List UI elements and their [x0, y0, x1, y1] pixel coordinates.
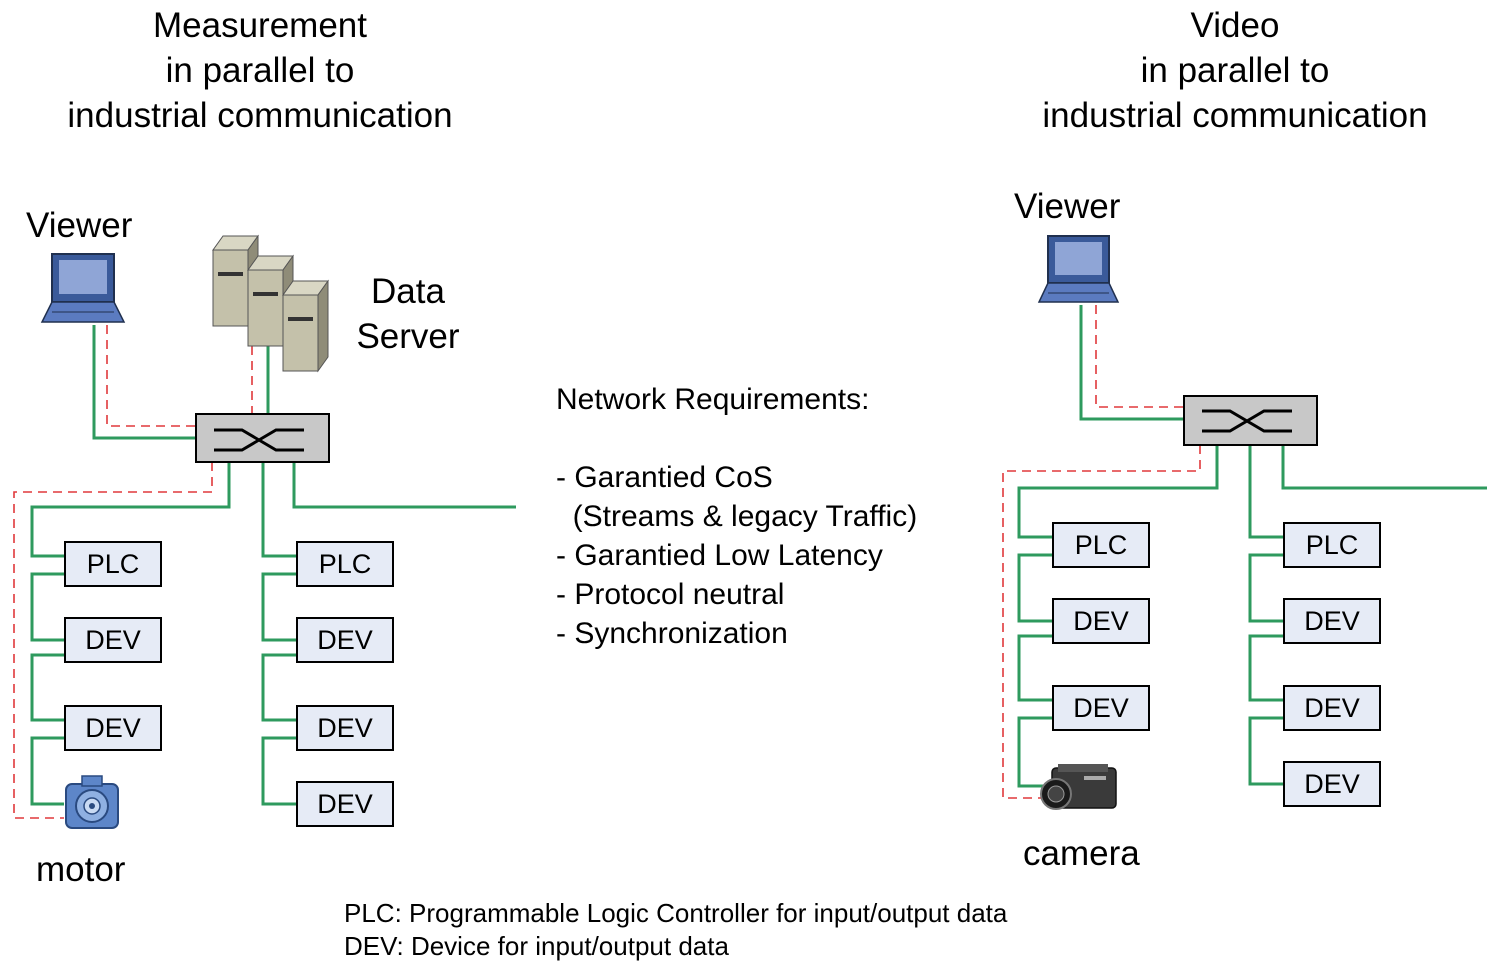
dev-box: DEV — [1052, 685, 1150, 731]
title-right-line2: in parallel to — [1140, 51, 1330, 90]
server-label-line2: Server — [356, 317, 460, 356]
title-left-line1: Measurement — [153, 6, 367, 45]
dev-box: DEV — [1283, 685, 1381, 731]
plc-box: PLC — [296, 541, 394, 587]
dev-box: DEV — [1283, 761, 1381, 807]
dev-box: DEV — [296, 781, 394, 827]
server-label: Data Server — [352, 269, 464, 359]
link-switch-col2-right — [1248, 445, 1283, 539]
title-left-line2: in parallel to — [165, 51, 355, 90]
requirements-list: - Garantied CoS (Streams & legacy Traffi… — [556, 458, 917, 653]
title-left-line3: industrial communication — [67, 96, 453, 135]
title-right: Video in parallel to industrial communic… — [1015, 3, 1455, 138]
requirements-heading: Network Requirements: — [556, 383, 870, 416]
title-right-line1: Video — [1190, 6, 1280, 45]
dev-box: DEV — [1283, 598, 1381, 644]
legend: PLC: Programmable Logic Controller for i… — [344, 897, 1007, 963]
requirement-item: - Garantied CoS — [556, 461, 773, 494]
switch-right — [1183, 395, 1318, 446]
viewer-label-right: Viewer — [1014, 187, 1121, 226]
motor-icon — [65, 775, 119, 829]
dev-box: DEV — [296, 617, 394, 663]
laptop-icon-right — [1037, 235, 1120, 303]
dev-box: DEV — [64, 617, 162, 663]
link-switch-col2-left — [261, 462, 296, 558]
server-icon — [212, 234, 329, 373]
link-switch-col1-right — [1017, 445, 1219, 539]
dev-box: DEV — [1052, 598, 1150, 644]
server-label-line1: Data — [371, 272, 445, 311]
requirement-item: - Garantied Low Latency — [556, 539, 883, 572]
dev-box: DEV — [296, 705, 394, 751]
camera-label: camera — [1023, 834, 1140, 873]
camera-icon — [1040, 764, 1117, 810]
title-right-line3: industrial communication — [1042, 96, 1428, 135]
motor-label: motor — [36, 850, 126, 889]
switch-left — [195, 413, 330, 463]
link-switch-col1-left — [30, 462, 231, 558]
plc-box: PLC — [1283, 522, 1381, 568]
link-uplink-right — [1281, 445, 1487, 490]
green-links — [30, 305, 1487, 806]
dev-box: DEV — [64, 705, 162, 751]
legend-plc: PLC: Programmable Logic Controller for i… — [344, 898, 1008, 928]
link-viewer-switch-left — [92, 325, 196, 440]
stream-paths — [13, 305, 1201, 819]
laptop-icon-left — [40, 253, 126, 323]
requirement-item: - Protocol neutral — [556, 578, 785, 611]
requirement-item: - Synchronization — [556, 617, 788, 650]
title-left: Measurement in parallel to industrial co… — [40, 3, 480, 138]
legend-dev: DEV: Device for input/output data — [344, 931, 729, 961]
link-viewer-switch-right — [1079, 305, 1184, 421]
plc-box: PLC — [64, 541, 162, 587]
viewer-label-left: Viewer — [26, 206, 133, 245]
requirement-item: (Streams & legacy Traffic) — [556, 500, 918, 533]
link-uplink-left — [292, 462, 516, 509]
plc-box: PLC — [1052, 522, 1150, 568]
